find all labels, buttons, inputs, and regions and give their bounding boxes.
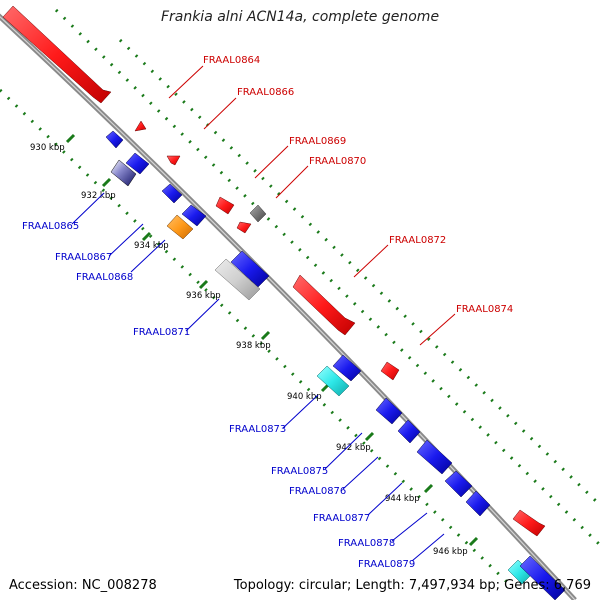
label-leader (130, 239, 166, 273)
gene-arrow-reverse[interactable] (161, 183, 183, 204)
label-leader (391, 512, 428, 542)
genome-summary-text: Topology: circular; Length: 7,497,934 bp… (233, 578, 591, 593)
gene-label-reverse[interactable]: FRAAL0879 (358, 559, 415, 570)
gene-label-reverse[interactable]: FRAAL0871 (133, 327, 190, 338)
gene-label-forward[interactable]: FRAAL0870 (309, 156, 366, 167)
gene-label-reverse[interactable]: FRAAL0868 (76, 272, 133, 283)
tick-mark (364, 431, 375, 442)
gene-arrow-reverse[interactable] (444, 470, 473, 498)
tick-mark (141, 231, 152, 242)
gene-arrow-reverse[interactable] (125, 152, 150, 175)
gene-arrow-forward[interactable] (380, 361, 400, 381)
gene-arrow-reverse[interactable] (397, 419, 421, 444)
tick-mark (423, 483, 434, 494)
gene-label-reverse[interactable]: FRAAL0877 (313, 513, 370, 524)
tick-label: 944 kbp (385, 494, 420, 504)
forward-genes (2, 5, 546, 537)
tick-mark (101, 177, 112, 188)
gene-arrow-reverse[interactable] (166, 214, 194, 240)
gene-arrow-reverse[interactable] (230, 250, 270, 288)
gene-label-forward[interactable]: FRAAL0866 (237, 87, 294, 98)
tick-mark (468, 536, 479, 547)
gene-arrow-forward[interactable] (249, 204, 267, 223)
label-leader (108, 223, 144, 257)
gene-arrow-forward[interactable] (215, 196, 235, 215)
tick-label: 938 kbp (236, 341, 271, 351)
label-leader (254, 145, 289, 179)
tick-label: 934 kbp (134, 241, 169, 251)
reverse-genes (105, 130, 566, 601)
accession-text: Accession: NC_008278 (9, 578, 157, 593)
label-leader (367, 482, 403, 516)
gene-label-reverse[interactable]: FRAAL0867 (55, 252, 112, 263)
forward-leaders (168, 65, 456, 346)
label-leader (168, 65, 204, 99)
gene-arrow-reverse[interactable] (110, 159, 137, 187)
gene-label-forward[interactable]: FRAAL0869 (289, 136, 346, 147)
gene-arrow-forward[interactable] (236, 221, 252, 234)
gene-label-reverse[interactable]: FRAAL0878 (338, 538, 395, 549)
label-leader (185, 298, 220, 332)
tick-mark (260, 330, 271, 341)
gene-arrow-reverse[interactable] (316, 365, 350, 397)
gene-arrow-reverse[interactable] (332, 354, 362, 382)
track-guide-inner-forward (118, 38, 600, 507)
ticks (65, 133, 479, 547)
label-leader (353, 244, 389, 278)
label-leader (203, 97, 237, 130)
gene-arrow-reverse[interactable] (375, 397, 403, 425)
tick-mark (65, 133, 76, 144)
tick-label: 942 kbp (336, 443, 371, 453)
tick-label: 940 kbp (287, 392, 322, 402)
gene-arrow-reverse[interactable] (416, 439, 453, 475)
track-guide-outer-forward (54, 8, 600, 547)
tick-label: 930 kbp (30, 143, 65, 153)
gene-arrow-forward[interactable] (292, 274, 356, 336)
gene-label-forward[interactable]: FRAAL0864 (203, 55, 260, 66)
gene-arrow-reverse[interactable] (214, 258, 261, 301)
tick-mark (198, 279, 209, 290)
tick-label: 946 kbp (433, 547, 468, 557)
gene-arrow-reverse[interactable] (105, 130, 124, 149)
gene-label-forward[interactable]: FRAAL0872 (389, 235, 446, 246)
label-leader (282, 394, 319, 429)
gene-arrow-forward[interactable] (166, 155, 181, 166)
gene-arrow-reverse[interactable] (519, 555, 566, 601)
gene-label-reverse[interactable]: FRAAL0865 (22, 221, 79, 232)
label-leader (342, 456, 379, 490)
label-leader (275, 165, 309, 199)
map-title: Frankia alni ACN14a, complete genome (160, 9, 440, 25)
tick-label: 932 kbp (81, 191, 116, 201)
gene-arrow-forward[interactable] (512, 509, 546, 537)
gene-label-reverse[interactable]: FRAAL0875 (271, 466, 328, 477)
label-leader (71, 192, 105, 225)
gene-arrow-forward[interactable] (134, 120, 147, 132)
gene-label-reverse[interactable]: FRAAL0876 (289, 486, 346, 497)
label-leader (324, 432, 363, 470)
gene-arrow-reverse[interactable] (465, 490, 491, 517)
tick-label: 936 kbp (186, 291, 221, 301)
gene-label-forward[interactable]: FRAAL0874 (456, 304, 513, 315)
label-leader (419, 313, 456, 346)
track-guide-inner-reverse (0, 88, 512, 587)
gene-arrow-forward[interactable] (2, 5, 112, 104)
gene-label-reverse[interactable]: FRAAL0873 (229, 424, 286, 435)
reverse-leaders (71, 192, 445, 562)
gene-arrow-reverse[interactable] (181, 204, 207, 227)
label-leader (411, 533, 445, 562)
